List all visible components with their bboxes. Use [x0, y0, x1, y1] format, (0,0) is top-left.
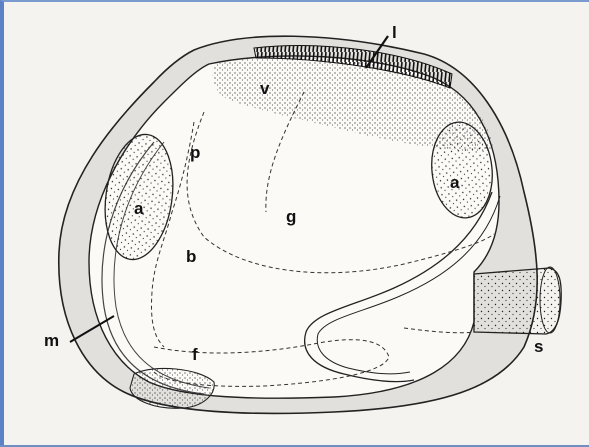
label-v: v	[260, 79, 270, 98]
label-m: m	[44, 331, 59, 350]
label-a-left: a	[134, 199, 144, 218]
foot-tip	[130, 368, 214, 408]
label-b: b	[186, 247, 196, 266]
label-p: p	[190, 143, 200, 162]
label-s: s	[534, 337, 543, 356]
label-a-right: a	[450, 173, 460, 192]
siphon	[474, 268, 561, 334]
bivalve-anatomy-diagram: l v p a a g b m f s	[4, 2, 589, 447]
label-f: f	[192, 345, 198, 364]
label-l: l	[392, 23, 397, 42]
label-g: g	[286, 207, 296, 226]
